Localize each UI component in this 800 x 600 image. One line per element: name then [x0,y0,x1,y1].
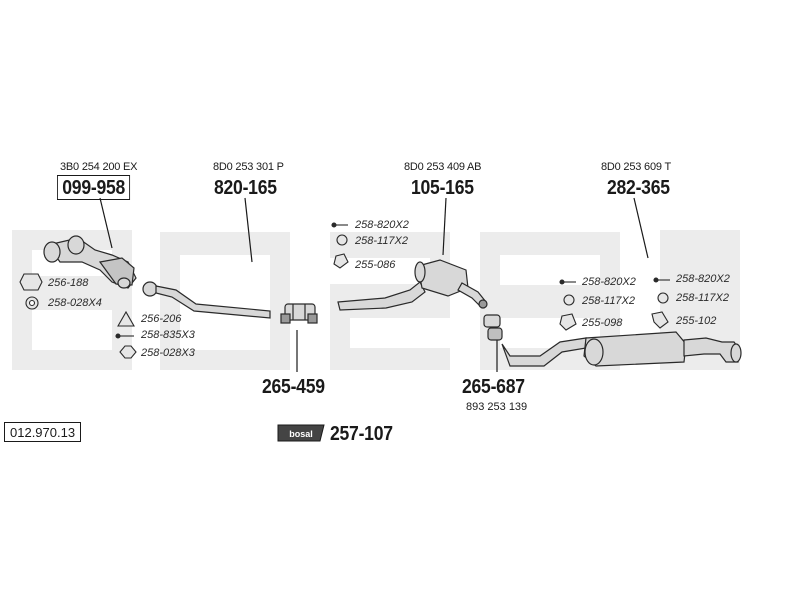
rear-silencer-oe: 8D0 253 609 T [601,161,671,173]
rear-left-hanger-icon [559,313,577,331]
middle-pipe-part[interactable]: 820-165 [214,177,277,199]
rear-right-ring-icon [657,292,669,304]
center-hanger-label[interactable]: 255-086 [355,259,396,271]
leader-rear-silencer [633,197,649,259]
center-bolt-label[interactable]: 258-820X2 [355,219,409,231]
flange-gasket-label[interactable]: 256-206 [141,313,182,325]
center-hanger-icon [333,253,349,269]
front-gasket-icon [19,273,43,291]
rear-right-ring-label[interactable]: 258-117X2 [676,292,730,304]
diagram-reference-number: 012.970.13 [4,422,82,442]
rear-left-ring-icon [563,294,575,306]
bosal-logo-text: bosal [289,429,313,439]
front-nuts-label[interactable]: 258-028X4 [48,297,102,309]
rear-left-hanger-label[interactable]: 255-098 [582,317,623,329]
center-silencer-oe: 8D0 253 409 AB [404,161,482,173]
clamp-part[interactable]: 265-459 [262,376,325,398]
front-pipe-oe: 3B0 254 200 EX [60,161,138,173]
rear-right-hanger-label[interactable]: 255-102 [676,315,717,327]
middle-pipe-drawing [142,281,271,319]
rear-silencer-part[interactable]: 282-365 [607,177,670,199]
rear-connector-part[interactable]: 265-687 [462,376,525,398]
middle-pipe-oe: 8D0 253 301 P [213,161,284,173]
flange-gasket-icon [117,310,135,327]
leader-front-pipe [99,197,113,249]
center-silencer-drawing [337,259,488,311]
fittings-rear-left [559,279,577,331]
flange-bolts-label[interactable]: 258-835X3 [141,329,195,341]
flange-nut-icon [119,345,137,359]
fittings-center [331,222,349,269]
front-pipe-drawing [43,235,137,289]
center-ring-icon [336,234,348,246]
rear-right-hanger-icon [651,311,669,329]
fittings-front [19,273,137,359]
center-ring-label[interactable]: 258-117X2 [355,235,409,247]
front-gasket-label[interactable]: 256-188 [48,277,89,289]
leader-middle-pipe [244,197,253,263]
clamp-drawing [280,303,318,324]
fittings-rear-right [651,277,670,329]
rear-silencer-drawing [501,331,742,367]
rear-left-ring-label[interactable]: 258-117X2 [582,295,636,307]
rear-connector-drawing [483,314,503,341]
flange-nuts-label[interactable]: 258-028X3 [141,347,195,359]
rear-left-bolt-label[interactable]: 258-820X2 [582,276,636,288]
front-pipe-part[interactable]: 099-958 [57,175,131,200]
accessory-set-part[interactable]: 257-107 [330,423,393,445]
rear-right-bolt-label[interactable]: 258-820X2 [676,273,730,285]
bosal-logo-icon [277,424,325,442]
leader-lines [99,197,649,372]
center-silencer-part[interactable]: 105-165 [411,177,474,199]
rear-connector-oe: 893 253 139 [466,401,528,413]
leader-center-silencer [442,197,447,256]
